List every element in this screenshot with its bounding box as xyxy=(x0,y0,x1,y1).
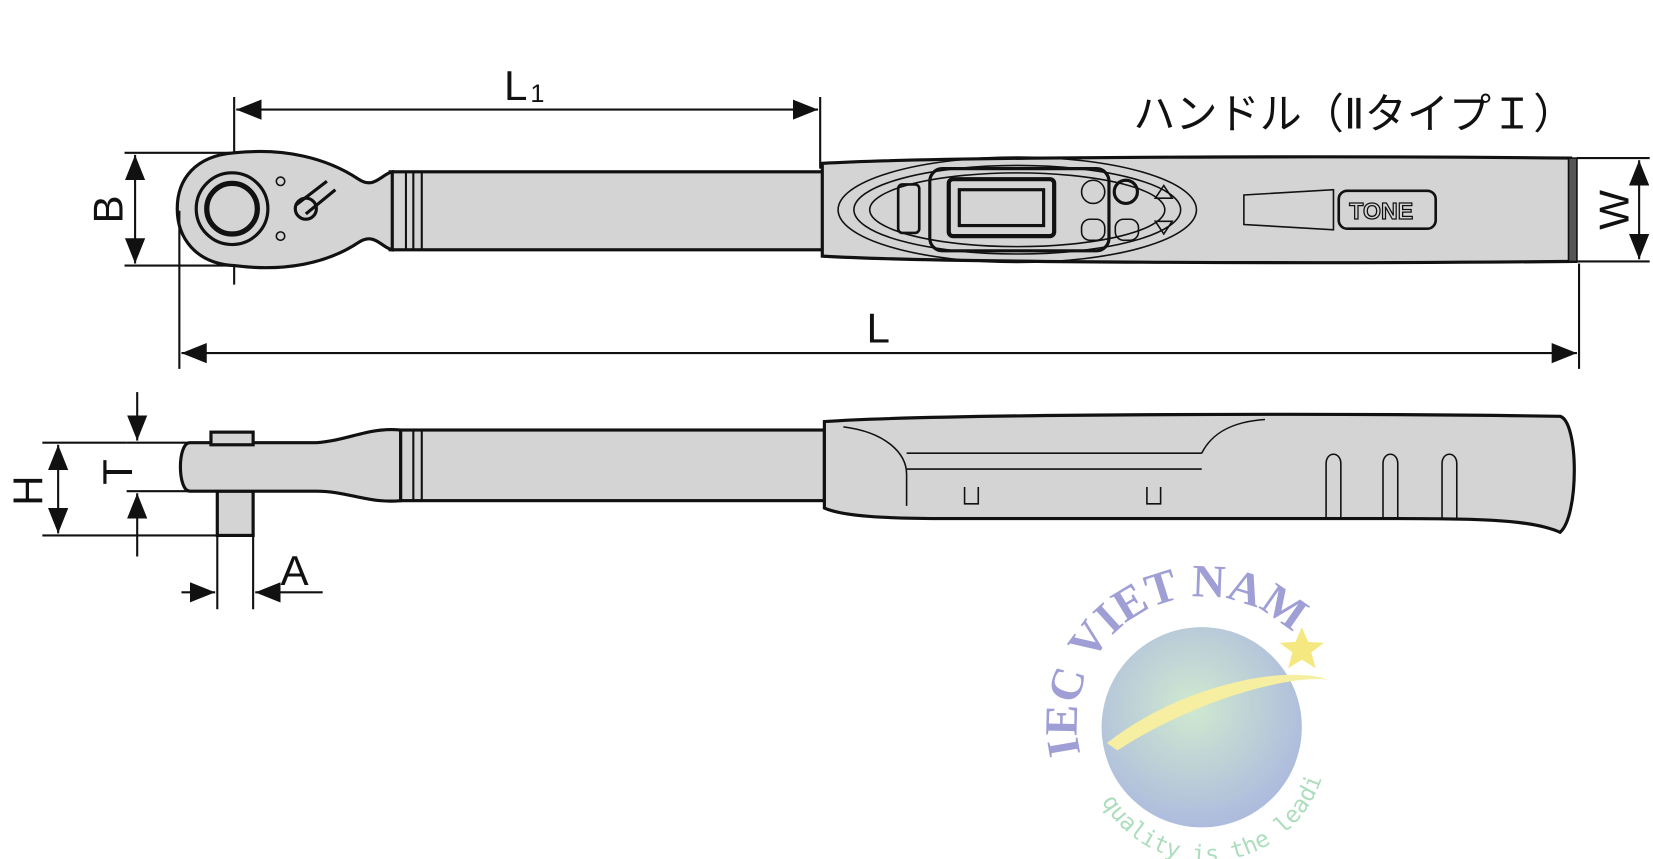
down-arrow-icon xyxy=(1153,220,1174,236)
dimension-label-w: W xyxy=(1591,190,1638,230)
dimension-w: W xyxy=(1576,157,1650,263)
dimension-label-h: H xyxy=(4,475,51,505)
dimension-label-l1-subscript: 1 xyxy=(530,80,544,108)
dimension-label-t: T xyxy=(94,459,141,485)
power-button-icon xyxy=(1112,178,1140,206)
dimension-label-a: A xyxy=(281,547,310,594)
handle-type-title: ハンドル（ⅡタイプＩ） xyxy=(1133,90,1575,139)
dimension-label-l1: L xyxy=(504,62,527,109)
wrench-side-view xyxy=(178,412,1576,538)
dimension-label-b: B xyxy=(84,195,131,223)
set-button-icon xyxy=(1080,179,1106,205)
dimension-b: B xyxy=(84,151,235,267)
dimension-a: A xyxy=(181,535,323,610)
brand-logo: TONE xyxy=(1349,198,1413,224)
unit-button-icon xyxy=(1114,218,1140,242)
dimension-l: L xyxy=(178,210,1581,369)
wrench-top-view: TONE xyxy=(175,149,1578,270)
dimension-t: T xyxy=(94,392,218,557)
dimension-label-l: L xyxy=(867,305,890,352)
dimension-h: H xyxy=(4,441,218,537)
up-arrow-icon xyxy=(1153,184,1174,199)
dimension-l1: L 1 xyxy=(233,62,822,285)
cc-button-icon xyxy=(1080,218,1106,242)
